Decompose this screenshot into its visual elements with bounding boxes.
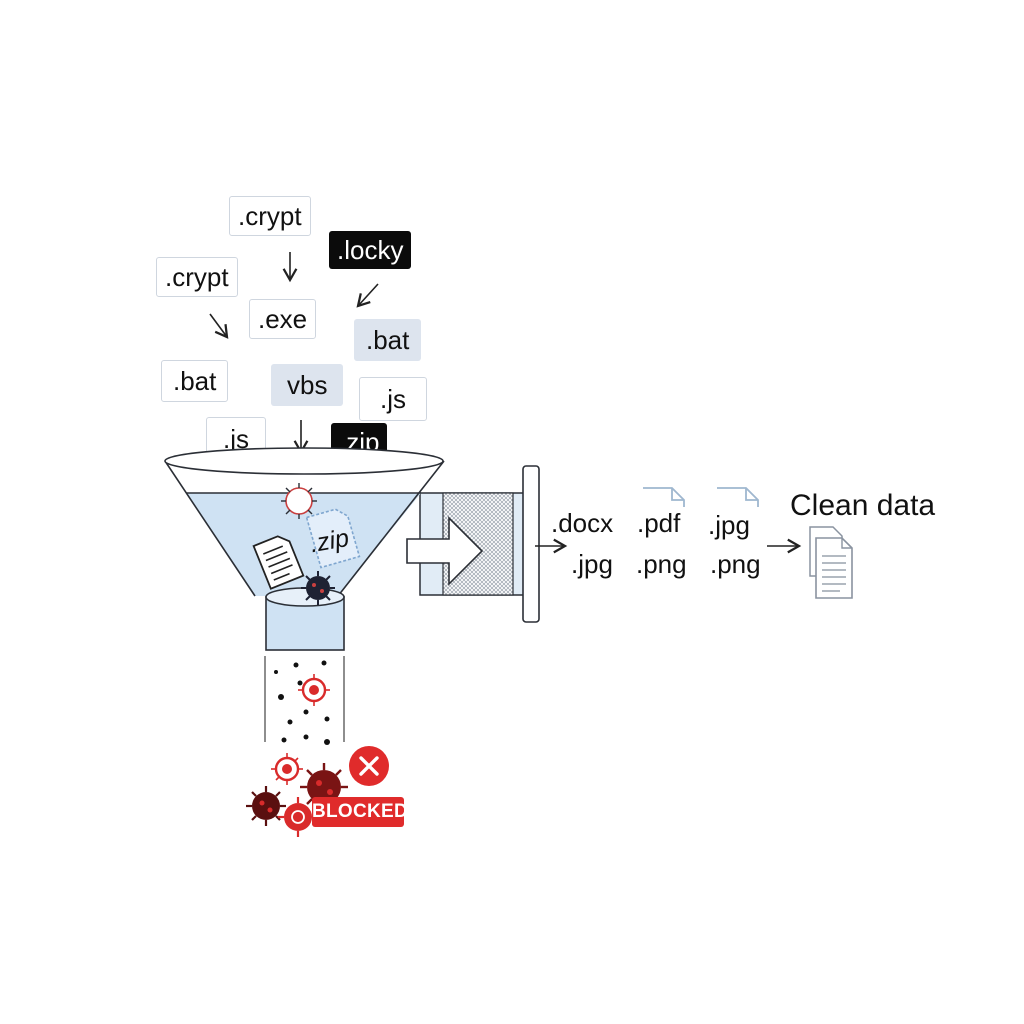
output-jpg-1: .jpg bbox=[571, 549, 613, 579]
tag-exe: .exe bbox=[249, 299, 317, 339]
virus-icon bbox=[278, 797, 318, 837]
zip-file-icon bbox=[305, 508, 361, 569]
blocked-badge: BLOCKED bbox=[312, 797, 408, 827]
virus-icon bbox=[271, 753, 303, 785]
filter-plate bbox=[522, 465, 540, 623]
incoming-arrows bbox=[209, 252, 379, 455]
tag-js-right: .js bbox=[359, 377, 427, 421]
clean-data-title: Clean data bbox=[790, 489, 936, 522]
tag-crypt-left: .crypt bbox=[156, 257, 238, 297]
file-icon-outline bbox=[643, 487, 759, 507]
virus-icon bbox=[298, 674, 330, 706]
drain-column bbox=[264, 656, 345, 745]
blocked-threats bbox=[246, 746, 389, 837]
output-jpg-2: .jpg bbox=[708, 510, 750, 540]
output-pdf: .pdf bbox=[637, 508, 681, 538]
file-stack-icon bbox=[809, 526, 853, 599]
close-circle-icon bbox=[349, 746, 389, 786]
tag-bat-right: .bat bbox=[354, 319, 422, 361]
output-png-2: .png bbox=[710, 549, 761, 579]
funnel bbox=[164, 447, 445, 651]
flow-arrow bbox=[406, 516, 484, 586]
document-icon bbox=[252, 535, 305, 590]
output-docx: .docx bbox=[551, 508, 614, 538]
funnel-zip-label: .zip bbox=[308, 524, 351, 558]
tag-vbs: vbs bbox=[271, 364, 344, 406]
output-png-1: .png bbox=[636, 549, 687, 579]
virus-icon bbox=[281, 483, 317, 519]
tag-bat-left: .bat bbox=[161, 360, 229, 402]
tag-crypt-top: .crypt bbox=[229, 196, 311, 236]
virus-icon bbox=[246, 786, 286, 826]
tag-locky: .locky bbox=[329, 231, 412, 269]
virus-icon bbox=[301, 571, 335, 605]
